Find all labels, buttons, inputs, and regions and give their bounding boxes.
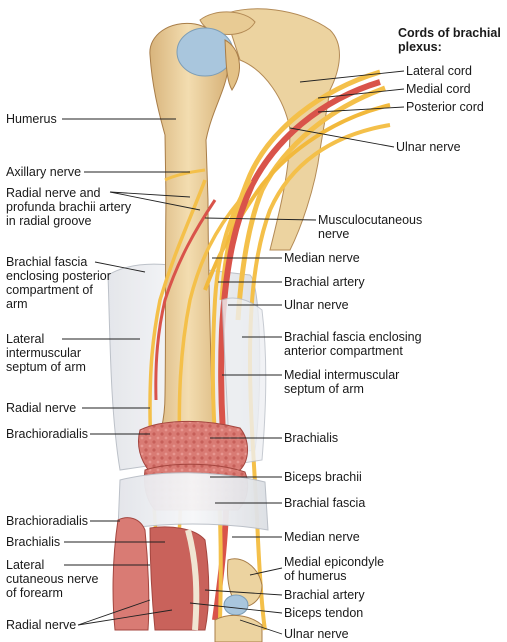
ulnar-notch [223,594,249,616]
label-axillary-nerve: Axillary nerve [6,165,82,179]
leader-ulnar-top [289,127,395,148]
label-brachialis: Brachialis [284,431,339,445]
label-lateral-intermuscular-septum: Lateral intermuscular septum of arm [6,332,86,374]
lateral-cord-path [219,69,381,301]
leader-radial-nerve-low-b [77,609,173,626]
label-radial-nerve-mid: Radial nerve [6,401,77,415]
label-humerus: Humerus [6,112,57,126]
leader-posterior-cord [317,106,405,113]
label-median-nerve-top: Median nerve [284,251,360,265]
label-fascia-anterior: Brachial fascia enclosing anterior compa… [284,330,422,358]
biceps-tendon [185,529,200,631]
label-ulnar-nerve-top: Ulnar nerve [396,140,461,154]
label-biceps-tendon: Biceps tendon [284,606,364,620]
label-brachialis-low: Brachialis [6,535,61,549]
leader-lateral-cord [299,70,405,83]
label-brachioradialis-low: Brachioradialis [6,514,88,528]
medial-cord-path [235,85,386,321]
leader-biceps-tendon [189,602,283,614]
brachialis-muscle [137,420,248,473]
leader-medial-epicondyle [249,567,283,576]
axillary-nerve-path [164,168,206,182]
profunda-artery-path [154,199,217,401]
label-musculocutaneous-nerve: Musculocutaneous nerve [318,213,423,241]
leader-medial-cord [317,88,405,99]
medial-epicondyle [227,558,263,607]
label-radial-nerve-profunda: Radial nerve and profunda brachii artery… [6,186,132,228]
median-nerve-path [210,179,252,621]
label-brachioradialis-mid: Brachioradialis [6,427,88,441]
label-ulnar-nerve-low: Ulnar nerve [284,627,349,641]
label-brachial-artery-top: Brachial artery [284,275,365,289]
label-median-nerve-low: Median nerve [284,530,360,544]
label-biceps-brachii: Biceps brachii [284,470,362,484]
leader-fascia-posterior [94,261,146,273]
label-posterior-cord: Posterior cord [406,100,484,114]
label-brachial-fascia-posterior: Brachial fascia enclosing posterior comp… [6,255,111,311]
brachial-fascia-band [117,472,269,531]
label-medial-epicondyle: Medial epicondyle of humerus [284,555,385,583]
leader-radial-nerve-low-a [77,599,151,626]
label-brachial-artery-low: Brachial artery [284,588,365,602]
anterior-fascia [221,297,267,466]
glenoid-shape [224,39,240,91]
header-cords-of-brachial-plexus: Cords of brachial plexus: [398,26,501,54]
leader-radial-profunda-a [109,191,191,198]
brachioradialis-forearm [112,517,150,631]
leader-ulnar-low [239,619,283,635]
leader-artery-low [204,589,283,596]
label-brachial-fascia: Brachial fascia [284,496,366,510]
label-lateral-cutaneous-nerve: Lateral cutaneous nerve of forearm [6,558,99,600]
label-lateral-cord: Lateral cord [406,64,473,78]
label-medial-intermuscular-septum: Medial intermuscular septum of arm [284,368,400,396]
label-ulnar-nerve-mid: Ulnar nerve [284,298,349,312]
forearm-bone [214,614,263,642]
label-radial-nerve-low: Radial nerve [6,618,77,632]
leader-radial-profunda-b [109,191,201,211]
humeral-head-cartilage [176,27,234,77]
leader-lines [62,70,405,635]
label-medial-cord: Medial cord [406,82,471,96]
leader-musculocutaneous [204,217,317,221]
